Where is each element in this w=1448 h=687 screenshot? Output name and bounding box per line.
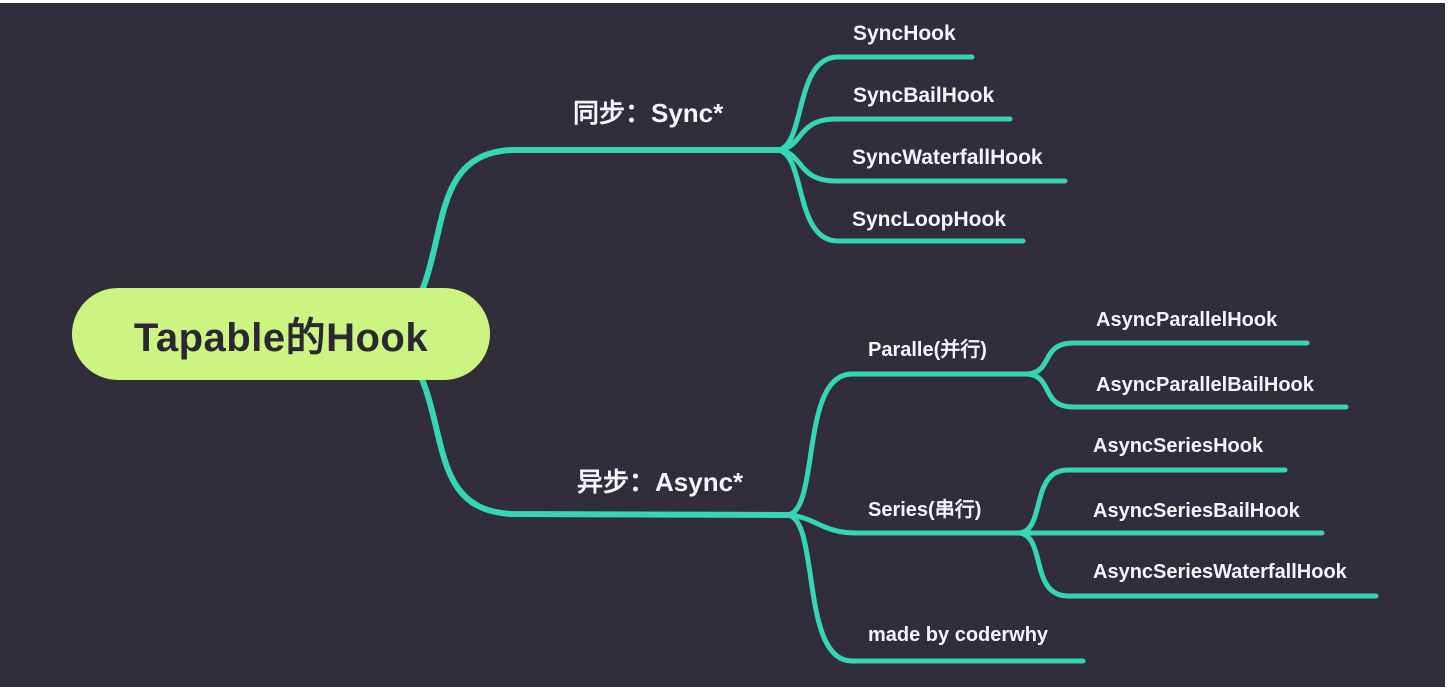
edge-series-asyncserieshook xyxy=(1017,467,1288,536)
root-node[interactable]: Tapable的Hook xyxy=(72,288,490,380)
edge-async-parallel xyxy=(785,371,1031,518)
edge-async-series xyxy=(785,512,1325,536)
node-asyncserieshook[interactable]: AsyncSeriesHook xyxy=(1093,435,1264,457)
edge-series-asyncserieswaterfallhook xyxy=(1017,530,1379,599)
node-sync[interactable]: 同步：Sync* xyxy=(573,98,724,128)
edge-root-async xyxy=(405,349,791,518)
node-asyncparallelhook[interactable]: AsyncParallelHook xyxy=(1096,309,1278,331)
node-syncloophook[interactable]: SyncLoopHook xyxy=(852,208,1007,231)
edge-sync-syncloophook xyxy=(775,147,1026,244)
edge-parallel-asyncparallelbailhook xyxy=(1025,371,1349,410)
node-syncwaterfallhook[interactable]: SyncWaterfallHook xyxy=(852,146,1043,169)
mindmap-canvas: Tapable的Hook 同步：Sync* 异步：Async* SyncHook… xyxy=(0,3,1445,687)
node-parallel[interactable]: Paralle(并行) xyxy=(868,339,987,361)
edge-parallel-asyncparallelhook xyxy=(1025,340,1310,377)
node-asyncseriesbailhook[interactable]: AsyncSeriesBailHook xyxy=(1093,500,1300,522)
edge-async-credit xyxy=(785,512,1086,664)
node-asyncserieswaterfallhook[interactable]: AsyncSeriesWaterfallHook xyxy=(1093,561,1347,583)
node-credit[interactable]: made by coderwhy xyxy=(868,624,1049,646)
edge-sync-synchook xyxy=(775,54,975,153)
node-asyncparallelbailhook[interactable]: AsyncParallelBailHook xyxy=(1096,374,1314,396)
edge-sync-syncbailhook xyxy=(775,116,1013,153)
node-series[interactable]: Series(串行) xyxy=(868,499,982,521)
node-synchook[interactable]: SyncHook xyxy=(853,22,956,45)
node-async[interactable]: 异步：Async* xyxy=(577,467,744,497)
node-syncbailhook[interactable]: SyncBailHook xyxy=(853,84,995,107)
